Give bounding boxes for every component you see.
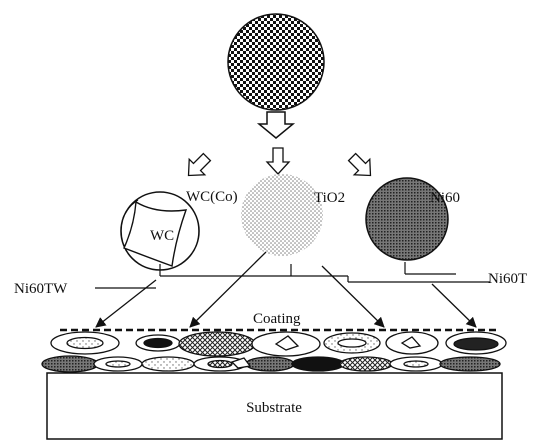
splat: [291, 356, 345, 372]
splat-core: [274, 335, 300, 351]
splat-core: [230, 357, 252, 369]
splat-core: [105, 360, 131, 368]
hollow-down-arrow: [256, 111, 296, 139]
tio2-particle: [241, 174, 323, 256]
coating-splats: [50, 331, 507, 357]
coating-label: Coating: [253, 311, 301, 327]
ni60-particle: [365, 177, 449, 261]
composite-powder-particle: [227, 13, 325, 111]
substrate-block: [46, 372, 503, 440]
ni60tw-label: Ni60TW: [14, 281, 68, 297]
splat-core: [337, 338, 367, 348]
wc-label: WC: [150, 228, 174, 244]
splat-core: [207, 359, 233, 369]
hollow-arrow-right: [347, 152, 372, 177]
coating-splats-lower: [41, 355, 501, 373]
hollow-arrow-middle: [265, 147, 291, 175]
substrate-label: Substrate: [246, 400, 302, 416]
splat-core: [66, 336, 104, 350]
tio2-label: TiO2: [314, 190, 345, 206]
deposition-arrows: [95, 251, 477, 328]
ni60-label: Ni60: [430, 190, 460, 206]
splat: [41, 355, 99, 373]
wc-co-particle: [120, 191, 200, 271]
splat-core: [403, 360, 429, 368]
wc-co-label: WC(Co): [186, 189, 238, 205]
hollow-arrow-left: [187, 152, 212, 177]
splat: [439, 356, 501, 372]
splat-core: [453, 337, 499, 351]
splat: [178, 331, 256, 357]
splat: [339, 356, 393, 372]
ni60t-label: Ni60T: [488, 271, 527, 287]
splat: [141, 356, 195, 372]
splat-core: [143, 337, 173, 349]
splat-core: [400, 336, 422, 349]
splat: [245, 356, 295, 372]
